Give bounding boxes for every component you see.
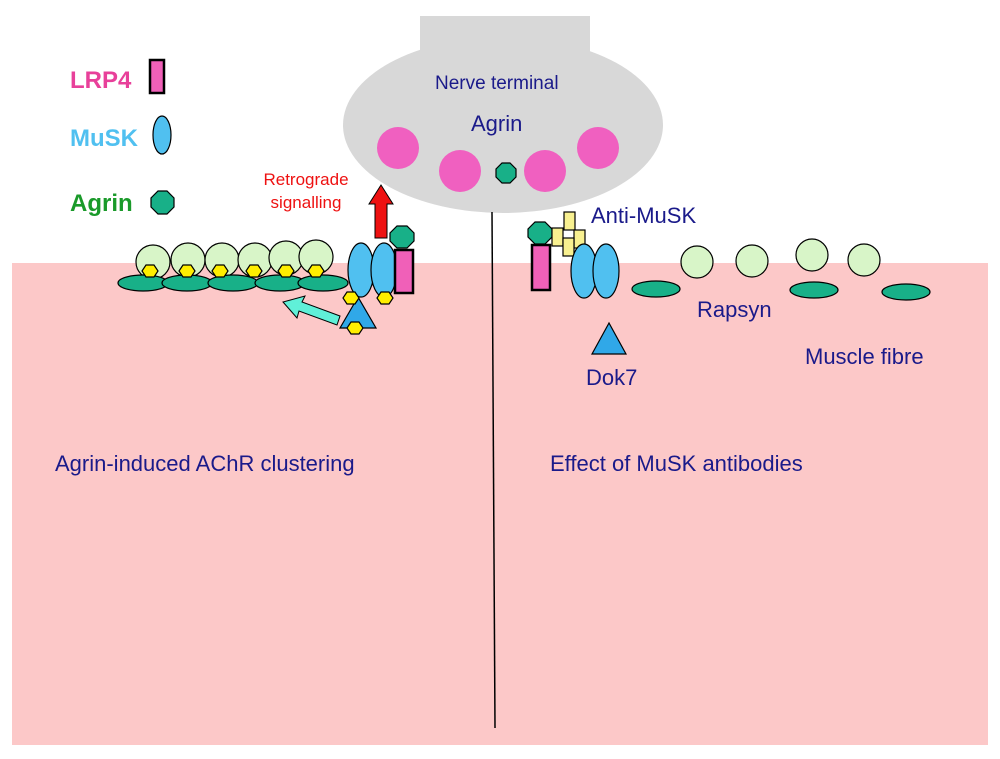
- vesicle: [577, 127, 619, 169]
- lrp4: [393, 248, 415, 295]
- musk-lrp4-complex-left: [338, 225, 415, 335]
- nerve-terminal: [343, 16, 663, 213]
- legend-musk-label: MuSK: [70, 125, 139, 152]
- rapsyn: [631, 280, 681, 298]
- lrp4: [530, 243, 552, 292]
- musk-legend-icon: [152, 115, 172, 155]
- dok7-triangle: [590, 321, 628, 355]
- rapsyn: [117, 274, 169, 292]
- rapsyn: [297, 274, 349, 292]
- yellow-hexagon: [245, 264, 263, 278]
- yellow-hexagon: [376, 291, 394, 305]
- achr: [735, 244, 769, 278]
- yellow-hexagon: [307, 264, 325, 278]
- agrin: [527, 221, 553, 245]
- agrin: [389, 225, 415, 249]
- antibody-fragment: [563, 211, 576, 231]
- yellow-hexagon: [211, 264, 229, 278]
- vesicle: [524, 150, 566, 192]
- antibody-fragment: [562, 237, 575, 257]
- legend-agrin-label: Agrin: [70, 190, 133, 217]
- achr: [680, 245, 714, 279]
- dok7-label: Dok7: [586, 365, 637, 390]
- yellow-hexagon: [346, 321, 364, 335]
- musk: [592, 243, 620, 299]
- retrograde-arrow-icon: [368, 184, 394, 239]
- legend-lrp4-label: LRP4: [70, 67, 132, 94]
- nerve-terminal-label: Nerve terminal: [435, 73, 559, 94]
- musk: [347, 242, 375, 298]
- muscle-fibre-region: [12, 263, 988, 745]
- yellow-hexagon: [342, 291, 360, 305]
- yellow-hexagon: [141, 264, 159, 278]
- nerve-agrin-label: Agrin: [471, 111, 522, 136]
- muscle-fibre-label: Muscle fibre: [805, 344, 924, 369]
- achr: [795, 238, 829, 272]
- yellow-hexagon: [277, 264, 295, 278]
- clustering-arrow-icon: [282, 295, 341, 326]
- agrin-octagon-icon: [495, 162, 517, 184]
- anti-musk-label: Anti-MuSK: [591, 203, 696, 228]
- retrograde-label-line1: Retrograde: [263, 170, 348, 189]
- rapsyn-label: Rapsyn: [697, 297, 772, 322]
- retrograde-label-line2: signalling: [271, 193, 342, 212]
- musk-lrp4-complex-right: [527, 211, 628, 355]
- rapsyn: [789, 281, 839, 299]
- dispersed-achr: [631, 238, 931, 301]
- antibody-fragment: [551, 227, 564, 247]
- left-panel-caption: Agrin-induced AChR clustering: [55, 451, 355, 476]
- agrin-legend-icon: [150, 190, 175, 215]
- vesicle: [377, 127, 419, 169]
- yellow-hexagon: [178, 264, 196, 278]
- achr-cluster: [117, 239, 349, 292]
- vesicle: [439, 150, 481, 192]
- rapsyn: [881, 283, 931, 301]
- panel-divider: [491, 211, 496, 729]
- right-panel-caption: Effect of MuSK antibodies: [550, 451, 803, 476]
- musk: [370, 242, 398, 298]
- achr: [847, 243, 881, 277]
- lrp4-legend-icon: [148, 58, 166, 95]
